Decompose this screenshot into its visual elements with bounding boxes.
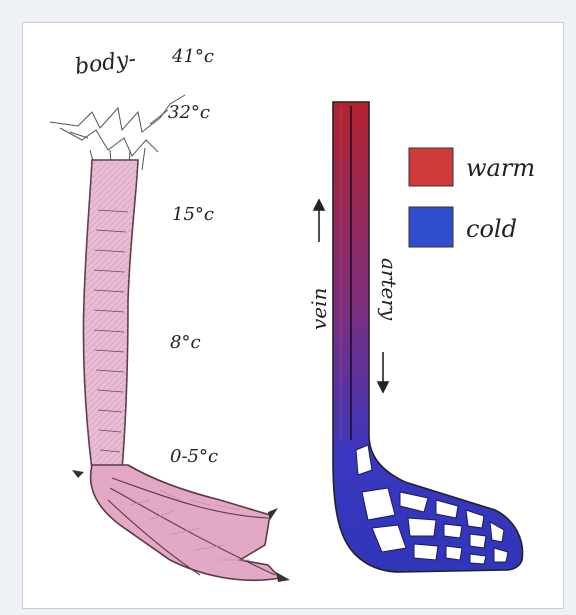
temp-8-label: 8°c xyxy=(170,332,201,353)
temp-32-label: 32°c xyxy=(168,102,210,123)
legend-swatch-warm xyxy=(409,148,453,186)
temp-0-5-label: 0-5°c xyxy=(170,446,218,467)
vein-label: vein xyxy=(307,288,331,330)
legend-item-warm: warm xyxy=(409,148,535,186)
body-label: body- xyxy=(73,47,137,80)
artery-label: artery xyxy=(377,258,401,321)
claw xyxy=(276,572,290,582)
legend: warm cold xyxy=(409,148,535,247)
vein-label-group: vein xyxy=(307,200,331,330)
legend-label-warm: warm xyxy=(466,154,535,182)
arrow-up-icon xyxy=(314,200,324,242)
artery-label-group: artery xyxy=(377,258,401,392)
legend-item-cold: cold xyxy=(409,207,517,247)
temp-41-label: 41°c xyxy=(171,46,214,67)
arrow-down-icon xyxy=(378,352,388,392)
legend-swatch-cold xyxy=(409,207,453,247)
legend-label-cold: cold xyxy=(466,215,517,243)
webbed-foot xyxy=(91,465,280,580)
claw xyxy=(72,470,84,478)
temp-15-label: 15°c xyxy=(172,204,214,225)
